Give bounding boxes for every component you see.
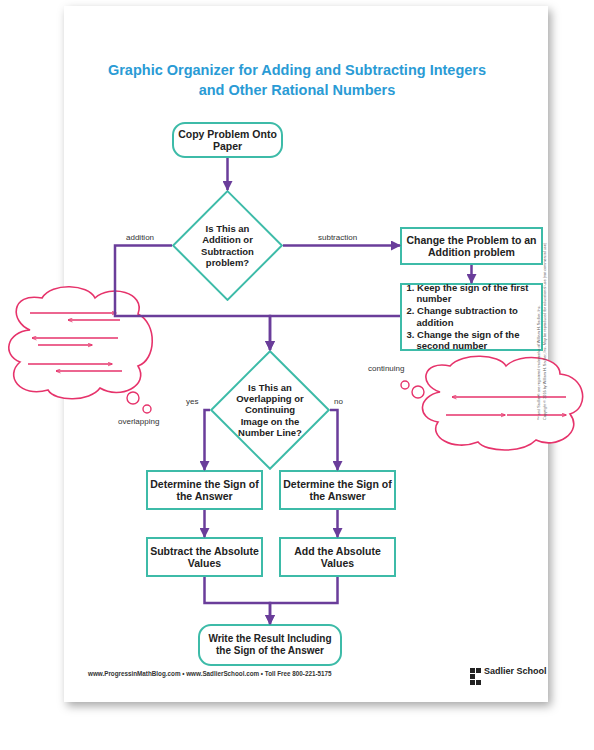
diamond-shape <box>211 351 329 469</box>
number-line-arrow <box>28 363 112 364</box>
node-text: Add the Absolute Values <box>282 545 394 570</box>
flow-connector <box>270 577 338 624</box>
logo-mark <box>470 674 475 679</box>
flow-connector <box>470 265 473 283</box>
node-text: Determine the Sign of the Answer <box>282 478 394 503</box>
step-text: 1. Keep the sign of the first number <box>407 282 537 304</box>
flow-connector <box>203 510 206 537</box>
process-box: Determine the Sign of the Answer <box>279 470 396 510</box>
logo-mark <box>470 668 475 673</box>
decision-diamond: Is This an Overlapping or Continuing Ima… <box>210 350 330 470</box>
node-text: Is This an Overlapping or Continuing Ima… <box>230 382 310 438</box>
cloud-bubble <box>143 405 151 413</box>
logo-mark <box>476 680 481 685</box>
cloud-label: overlapping <box>118 418 159 427</box>
flow-connector <box>115 246 270 351</box>
number-line-arrow <box>32 337 118 338</box>
process-box: Add the Absolute Values <box>279 537 396 577</box>
edge-label: subtraction <box>318 233 357 242</box>
flow-connector <box>205 577 271 624</box>
node-text: Subtract the Absolute Values <box>149 545 261 570</box>
process-box: Change the Problem to an Addition proble… <box>400 227 543 265</box>
node-text: Change the Problem to an Addition proble… <box>404 234 540 259</box>
diagram-title: Graphic Organizer for Adding and Subtrac… <box>101 60 493 100</box>
step-text: 2. Change subtraction to addition <box>407 305 537 327</box>
node-text: Is This an Addition or Subtraction probl… <box>190 223 266 268</box>
number-line-arrow <box>507 414 566 415</box>
flow-connector <box>226 158 229 190</box>
process-box: Subtract the Absolute Values <box>146 537 263 577</box>
terminal-box: Write the Result Including the Sign of t… <box>198 624 342 666</box>
cloud-bubble <box>127 392 139 404</box>
cloud-bubble <box>401 381 409 389</box>
copyright-note: Copyright © 2016 by William H. Sadlier, … <box>543 243 547 420</box>
logo-mark <box>470 680 475 685</box>
logo-mark <box>476 668 481 673</box>
copyright-note: ™ and Sadlier® are registered trademarks… <box>537 305 541 420</box>
node-text: Determine the Sign of the Answer <box>149 478 261 503</box>
process-box: Determine the Sign of the Answer <box>146 470 263 510</box>
edge-label: no <box>334 397 343 406</box>
diamond-shape <box>173 191 282 300</box>
number-line-arrow <box>68 319 120 320</box>
flow-connector <box>205 410 211 470</box>
node-text: Write the Result Including the Sign of t… <box>200 633 340 657</box>
terminal-box: Copy Problem Onto Paper <box>172 122 283 158</box>
publisher-logo: Sadlier School <box>484 667 547 677</box>
number-line-arrow <box>30 312 116 313</box>
number-line-arrow <box>56 370 122 371</box>
edge-label: yes <box>186 397 198 406</box>
flow-connector <box>270 316 400 350</box>
step-text: 3. Change the sign of the second number <box>407 329 537 351</box>
number-line-arrow <box>452 396 566 397</box>
thought-cloud <box>422 356 582 450</box>
footer-text: www.ProgressinMathBlog.com • www.Sadlier… <box>88 671 332 678</box>
flow-connector <box>330 410 338 470</box>
cloud-label: continuing <box>368 365 404 374</box>
node-text: Copy Problem Onto Paper <box>176 128 280 153</box>
thought-cloud <box>9 287 152 399</box>
flow-connector <box>283 244 400 247</box>
decision-diamond: Is This an Addition or Subtraction probl… <box>172 190 283 301</box>
number-line-arrow <box>446 414 505 415</box>
process-box: 1. Keep the sign of the first number2. C… <box>400 283 543 351</box>
cloud-bubble <box>412 386 424 398</box>
number-line-arrow <box>38 344 92 345</box>
edge-label: addition <box>126 233 154 242</box>
flow-connector <box>336 510 339 537</box>
